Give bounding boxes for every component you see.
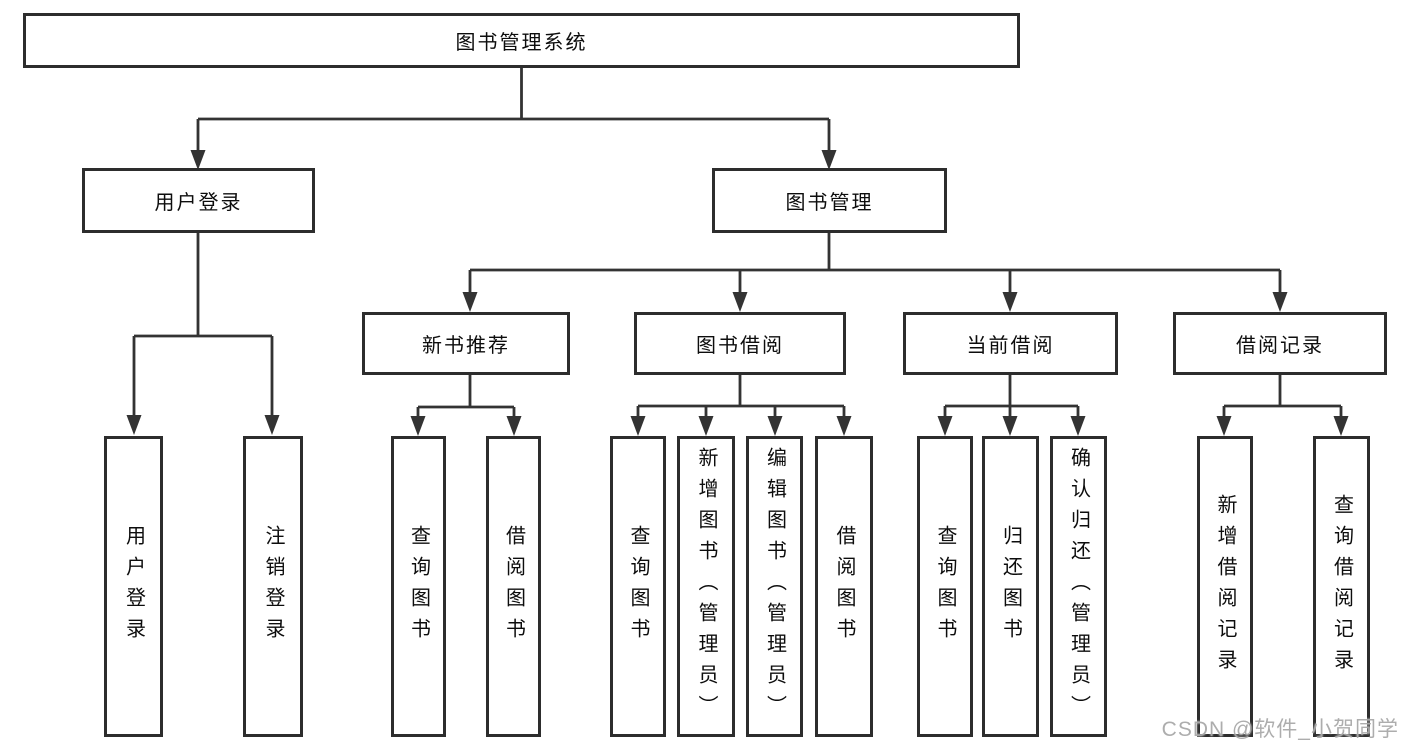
node-label: 编辑图书（管理员） xyxy=(763,447,786,726)
node-label: 用户登录 xyxy=(122,524,145,649)
node-book-borrow: 图书借阅 xyxy=(634,312,846,375)
node-label: 用户登录 xyxy=(154,192,243,214)
node-label: 确认归还（管理员） xyxy=(1067,447,1090,726)
node-label: 借阅图书 xyxy=(833,524,855,649)
node-label: 注销登录 xyxy=(262,524,284,649)
node-user-login: 用户登录 xyxy=(82,168,315,233)
node-label: 当前借阅 xyxy=(966,335,1055,357)
leaf-query-books: 查询图书 xyxy=(391,436,446,737)
leaf-borrow-books: 借阅图书 xyxy=(815,436,873,737)
leaf-query-books: 查询图书 xyxy=(917,436,973,737)
node-label: 查询图书 xyxy=(407,524,430,649)
node-new-book-recommend: 新书推荐 xyxy=(362,312,570,375)
csdn-watermark: CSDN @软件_小贺同学 xyxy=(1161,718,1399,741)
leaf-confirm-return-admin: 确认归还（管理员） xyxy=(1050,436,1107,737)
node-label: 借阅记录 xyxy=(1236,335,1324,357)
node-borrow-record: 借阅记录 xyxy=(1173,312,1387,375)
node-label: 归还图书 xyxy=(999,524,1022,649)
node-label: 图书借阅 xyxy=(696,335,784,357)
node-library-management-system: 图书管理系统 xyxy=(23,13,1020,68)
arrowhead-icons xyxy=(126,150,1349,436)
leaf-user-login: 用户登录 xyxy=(104,436,163,737)
leaf-logout-login: 注销登录 xyxy=(243,436,303,737)
node-label: 图书管理系统 xyxy=(455,32,588,54)
node-label: 新书推荐 xyxy=(422,335,510,357)
node-current-borrow: 当前借阅 xyxy=(903,312,1118,375)
node-book-management: 图书管理 xyxy=(712,168,947,233)
node-label: 查询图书 xyxy=(627,524,649,649)
leaf-add-borrow-record: 新增借阅记录 xyxy=(1197,436,1253,737)
leaf-borrow-books: 借阅图书 xyxy=(486,436,541,737)
node-label: 查询借阅记录 xyxy=(1330,493,1353,680)
node-label: 查询图书 xyxy=(934,524,956,649)
leaf-return-books: 归还图书 xyxy=(982,436,1039,737)
leaf-query-borrow-record: 查询借阅记录 xyxy=(1313,436,1370,737)
node-label: 图书管理 xyxy=(785,192,874,214)
node-label: 新增借阅记录 xyxy=(1214,493,1236,680)
tree-edge-lines xyxy=(132,68,1343,421)
node-label: 借阅图书 xyxy=(502,524,525,649)
leaf-edit-books-admin: 编辑图书（管理员） xyxy=(746,436,803,737)
leaf-query-books: 查询图书 xyxy=(610,436,666,737)
node-label: 新增图书（管理员） xyxy=(695,447,717,726)
leaf-add-books-admin: 新增图书（管理员） xyxy=(677,436,735,737)
